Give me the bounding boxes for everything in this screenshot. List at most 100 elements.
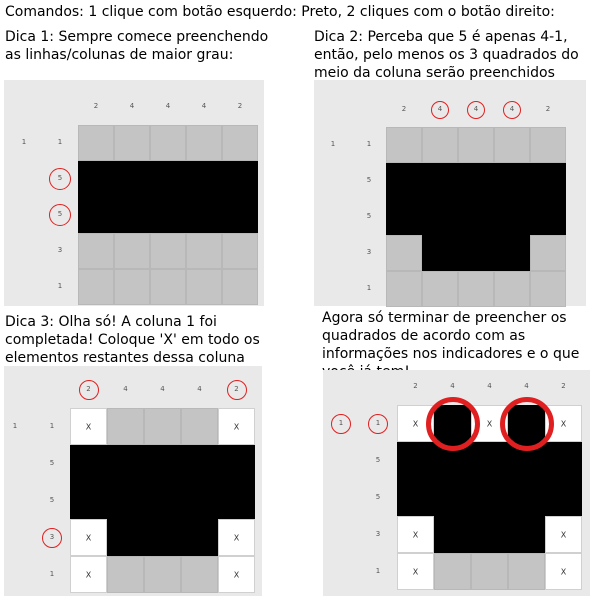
grid-cell-filled[interactable]	[545, 442, 582, 479]
grid-cell-crossed[interactable]: X	[545, 553, 582, 590]
grid-cell-filled[interactable]	[471, 516, 508, 553]
grid-cell-filled[interactable]	[186, 161, 222, 197]
grid-cell-empty[interactable]	[222, 125, 258, 161]
grid-cell-filled[interactable]	[107, 445, 144, 482]
grid-cell-filled[interactable]	[434, 516, 471, 553]
grid-cell-filled[interactable]	[397, 442, 434, 479]
grid-cell-empty[interactable]	[530, 127, 566, 163]
grid-cell-crossed[interactable]: X	[218, 408, 255, 445]
grid-cell-filled[interactable]	[70, 482, 107, 519]
grid-cell-crossed[interactable]: X	[218, 519, 255, 556]
grid-cell-empty[interactable]	[114, 269, 150, 305]
grid-cell-empty[interactable]	[222, 269, 258, 305]
grid-cell-empty[interactable]	[114, 233, 150, 269]
grid-cell-empty[interactable]	[386, 127, 422, 163]
grid-cell-empty[interactable]	[386, 271, 422, 307]
grid-cell-filled[interactable]	[144, 519, 181, 556]
grid-cell-filled[interactable]	[150, 161, 186, 197]
grid-cell-empty[interactable]	[186, 125, 222, 161]
grid-cell-filled[interactable]	[150, 197, 186, 233]
grid-cell-empty[interactable]	[458, 271, 494, 307]
grid-cell-crossed[interactable]: X	[397, 553, 434, 590]
grid-cell-filled[interactable]	[186, 197, 222, 233]
grid-cell-filled[interactable]	[78, 161, 114, 197]
grid-cell-empty[interactable]	[78, 269, 114, 305]
grid-cell-empty[interactable]	[181, 408, 218, 445]
column-clue: 2	[401, 105, 407, 113]
grid-cell-filled[interactable]	[114, 197, 150, 233]
grid-cell-empty[interactable]	[530, 235, 566, 271]
grid-cell-filled[interactable]	[458, 199, 494, 235]
grid-cell-filled[interactable]	[144, 445, 181, 482]
grid-cell-filled[interactable]	[386, 199, 422, 235]
row-clue: 5	[366, 176, 372, 184]
grid-cell-empty[interactable]	[150, 125, 186, 161]
grid-cell-empty[interactable]	[386, 235, 422, 271]
grid-cell-filled[interactable]	[422, 199, 458, 235]
grid-cell-empty[interactable]	[186, 269, 222, 305]
grid-cell-crossed[interactable]: X	[218, 556, 255, 593]
grid-cell-empty[interactable]	[434, 553, 471, 590]
grid-cell-crossed[interactable]: X	[70, 519, 107, 556]
grid-cell-empty[interactable]	[181, 556, 218, 593]
cross-mark: X	[412, 530, 419, 539]
grid-cell-empty[interactable]	[186, 233, 222, 269]
grid-cell-filled[interactable]	[494, 235, 530, 271]
grid-cell-filled[interactable]	[144, 482, 181, 519]
grid-cell-filled[interactable]	[471, 479, 508, 516]
grid-cell-empty[interactable]	[78, 233, 114, 269]
grid-cell-filled[interactable]	[107, 482, 144, 519]
grid-cell-filled[interactable]	[386, 163, 422, 199]
grid-cell-empty[interactable]	[107, 556, 144, 593]
grid-cell-filled[interactable]	[508, 516, 545, 553]
grid-cell-filled[interactable]	[422, 163, 458, 199]
grid-cell-filled[interactable]	[114, 161, 150, 197]
grid-cell-empty[interactable]	[107, 408, 144, 445]
grid-cell-empty[interactable]	[222, 233, 258, 269]
grid-cell-filled[interactable]	[530, 163, 566, 199]
grid-cell-filled[interactable]	[181, 445, 218, 482]
grid-cell-filled[interactable]	[494, 163, 530, 199]
grid-cell-filled[interactable]	[494, 199, 530, 235]
grid-cell-empty[interactable]	[422, 127, 458, 163]
grid-cell-filled[interactable]	[78, 197, 114, 233]
grid-cell-filled[interactable]	[458, 163, 494, 199]
grid-cell-filled[interactable]	[107, 519, 144, 556]
grid-cell-empty[interactable]	[144, 556, 181, 593]
grid-cell-crossed[interactable]: X	[545, 516, 582, 553]
grid-cell-empty[interactable]	[458, 127, 494, 163]
grid-cell-filled[interactable]	[508, 479, 545, 516]
grid-cell-filled[interactable]	[458, 235, 494, 271]
grid-cell-empty[interactable]	[530, 271, 566, 307]
grid-cell-crossed[interactable]: X	[70, 408, 107, 445]
grid-cell-empty[interactable]	[422, 271, 458, 307]
cross-mark: X	[85, 422, 92, 431]
grid-cell-crossed[interactable]: X	[397, 516, 434, 553]
grid-cell-empty[interactable]	[150, 269, 186, 305]
grid-cell-empty[interactable]	[78, 125, 114, 161]
grid-cell-filled[interactable]	[222, 161, 258, 197]
grid-cell-filled[interactable]	[70, 445, 107, 482]
grid-cell-filled[interactable]	[218, 482, 255, 519]
grid-cell-filled[interactable]	[181, 519, 218, 556]
grid-cell-filled[interactable]	[218, 445, 255, 482]
grid-cell-empty[interactable]	[508, 553, 545, 590]
grid-cell-filled[interactable]	[222, 197, 258, 233]
grid-cell-filled[interactable]	[471, 442, 508, 479]
grid-cell-filled[interactable]	[530, 199, 566, 235]
tip-1-line-1: Dica 1: Sempre comece preenchendo	[5, 29, 269, 45]
grid-cell-filled[interactable]	[422, 235, 458, 271]
grid-cell-crossed[interactable]: X	[70, 556, 107, 593]
grid-cell-empty[interactable]	[144, 408, 181, 445]
cross-mark: X	[560, 567, 567, 576]
grid-cell-filled[interactable]	[434, 479, 471, 516]
grid-cell-empty[interactable]	[114, 125, 150, 161]
grid-cell-empty[interactable]	[494, 127, 530, 163]
grid-cell-filled[interactable]	[545, 479, 582, 516]
grid-cell-filled[interactable]	[397, 479, 434, 516]
grid-cell-empty[interactable]	[494, 271, 530, 307]
grid-cell-filled[interactable]	[181, 482, 218, 519]
column-clue: 4	[201, 102, 207, 110]
grid-cell-empty[interactable]	[471, 553, 508, 590]
grid-cell-empty[interactable]	[150, 233, 186, 269]
